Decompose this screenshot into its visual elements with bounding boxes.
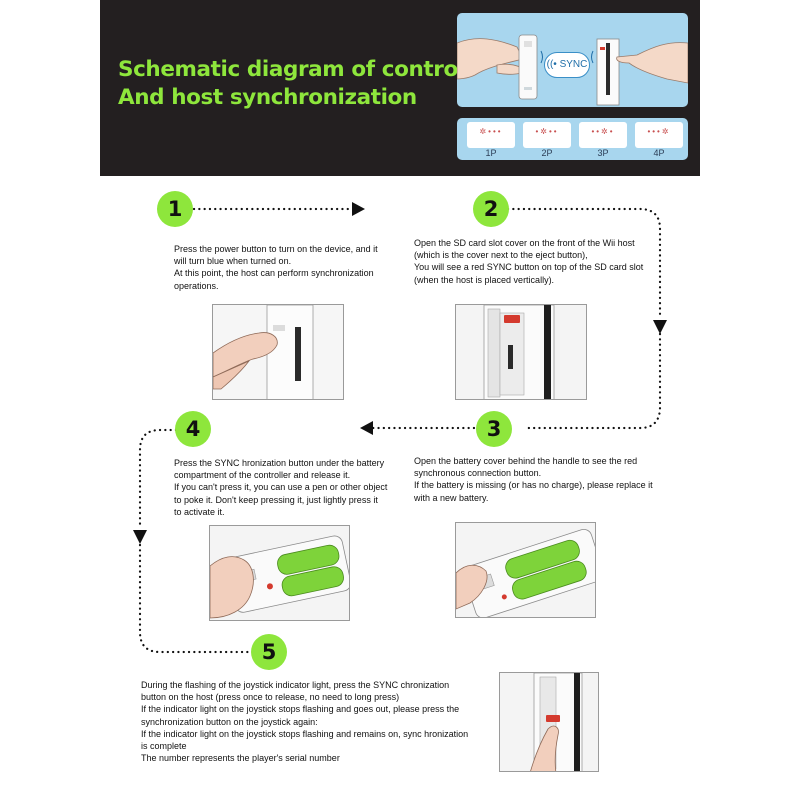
- text-line: synchronization button on the joystick a…: [141, 716, 318, 727]
- text-line: If you can't press it, you can use a pen…: [174, 482, 388, 493]
- text-line: will turn blue when turned on.: [174, 256, 292, 267]
- arrow-left-icon: [360, 421, 373, 435]
- step-2-text: Open the SD card slot cover on the front…: [414, 237, 664, 286]
- sync-illustration: ((• SYNC: [457, 13, 688, 107]
- player-indicator-panel: ✲••• •✲•• ••✲• •••✲ 1P 2P 3P 4P: [457, 118, 688, 160]
- step-2-photo: [455, 304, 587, 400]
- player-label: 4P: [653, 148, 665, 158]
- sync-label: SYNC: [559, 59, 588, 70]
- player-label: 3P: [597, 148, 609, 158]
- player-label: 2P: [541, 148, 553, 158]
- step-1-badge: 1: [157, 191, 193, 227]
- indicator-lights-icon: ••✲•: [591, 127, 615, 136]
- step-4-text: Press the SYNC hronization button under …: [174, 457, 404, 518]
- text-line: You will see a red SYNC button on top of…: [414, 262, 644, 273]
- player-label: 1P: [485, 148, 497, 158]
- text-line: Press the SYNC hronization button under …: [174, 458, 385, 468]
- step-5-badge: 5: [251, 634, 287, 670]
- title-line-2: And host synchronization: [118, 85, 417, 110]
- text-line: compartment of the controller and releas…: [174, 470, 351, 481]
- step-5-text: During the flashing of the joystick indi…: [141, 679, 491, 764]
- player-4-indicator: •••✲: [635, 122, 683, 148]
- step-4-badge: 4: [175, 411, 211, 447]
- flow-line-2-3: [506, 207, 662, 320]
- text-line: During the flashing of the joystick indi…: [141, 680, 450, 690]
- step-3-photo: [455, 522, 596, 618]
- text-line: (which is the cover next to the eject bu…: [414, 250, 588, 261]
- player-2-indicator: •✲••: [523, 122, 571, 148]
- text-line: Press the power button to turn on the de…: [174, 244, 378, 254]
- wireless-signal-icon: ((•: [546, 59, 557, 70]
- text-line: with a new battery.: [414, 492, 489, 503]
- player-1-indicator: ✲•••: [467, 122, 515, 148]
- indicator-lights-icon: •✲••: [535, 127, 559, 136]
- text-line: If the battery is missing (or has no cha…: [414, 480, 653, 491]
- step-1-photo: [212, 304, 344, 400]
- flow-line-4-5: [138, 428, 178, 530]
- arrow-down-icon: [653, 320, 667, 334]
- text-line: Open the SD card slot cover on the front…: [414, 238, 635, 248]
- indicator-lights-icon: •••✲: [647, 127, 671, 136]
- text-line: to poke it. Don't keep pressing it, just…: [174, 494, 378, 505]
- text-line: Open the battery cover behind the handle…: [414, 456, 638, 466]
- text-line: button on the host (press once to releas…: [141, 692, 400, 703]
- arrow-right-icon: [352, 202, 365, 216]
- text-line: If the indicator light on the joystick s…: [141, 704, 460, 715]
- text-line: to activate it.: [174, 506, 225, 517]
- text-line: is complete: [141, 741, 187, 752]
- text-line: The number represents the player's seria…: [141, 753, 340, 764]
- text-line: operations.: [174, 280, 219, 291]
- title-line-1: Schematic diagram of controller: [118, 57, 497, 82]
- flow-line-2-3-lower: [526, 332, 662, 430]
- header-banner: Schematic diagram of controller And host…: [100, 0, 700, 176]
- text-line: If the indicator light on the joystick s…: [141, 728, 469, 739]
- sync-label-badge: ((• SYNC: [544, 52, 590, 78]
- step-2-badge: 2: [473, 191, 509, 227]
- step-3-text: Open the battery cover behind the handle…: [414, 455, 664, 504]
- text-line: synchronous connection button.: [414, 468, 542, 479]
- hands-controller-console-illustration: [457, 34, 688, 106]
- arrow-down-icon: [133, 530, 147, 544]
- step-5-photo: [499, 672, 599, 772]
- indicator-lights-icon: ✲•••: [479, 127, 503, 136]
- player-3-indicator: ••✲•: [579, 122, 627, 148]
- step-4-photo: [209, 525, 350, 621]
- text-line: (when the host is placed vertically).: [414, 274, 555, 285]
- page-title: Schematic diagram of controller And host…: [118, 56, 497, 112]
- step-1-text: Press the power button to turn on the de…: [174, 243, 404, 292]
- step-3-badge: 3: [476, 411, 512, 447]
- text-line: At this point, the host can perform sync…: [174, 268, 374, 279]
